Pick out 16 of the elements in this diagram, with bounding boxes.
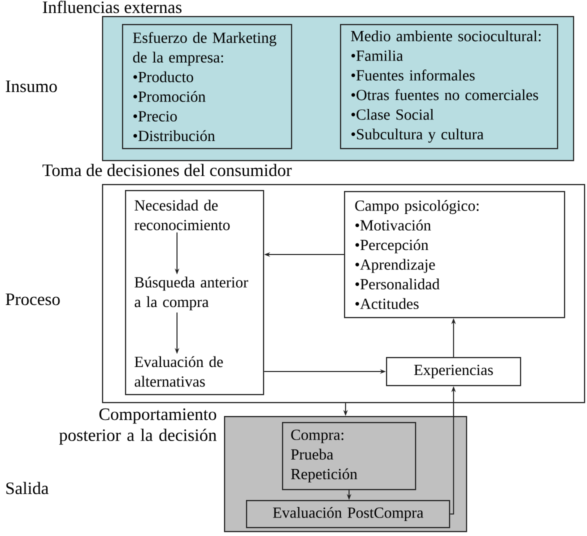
step-label: Evaluación de alternativas: [134, 356, 223, 387]
stage-label: Insumo: [6, 80, 57, 92]
group-heading: Influencias externas: [42, 0, 182, 14]
list-box: Compra: Prueba Repetición: [282, 422, 416, 490]
step-box: Experiencias: [386, 356, 522, 386]
list-box: Campo psicológico: •Motivación •Percepción •Aprendizaje •Personalidad •Actitudes: [344, 190, 566, 318]
group-heading: Comportamiento posterior a la decisión: [59, 408, 217, 445]
step-label: Búsqueda anterior a la compra: [134, 276, 248, 310]
list-box: Medio ambiente sociocultural: •Familia •Fuentes informales •Otras fuentes no comerciales •Clase Social •Subcultura y cultura: [340, 24, 558, 150]
stage-label: Salida: [6, 482, 49, 494]
list-box: Esfuerzo de Marketing de la empresa: •Producto •Promoción •Precio •Distribución: [122, 24, 292, 150]
step-box: Evaluación PostCompra: [246, 500, 450, 528]
step-label: Necesidad de reconocimiento: [134, 200, 230, 230]
group-heading: Toma de decisiones del consumidor: [42, 164, 292, 176]
stage-label: Proceso: [6, 294, 60, 306]
column-box: [125, 190, 264, 396]
